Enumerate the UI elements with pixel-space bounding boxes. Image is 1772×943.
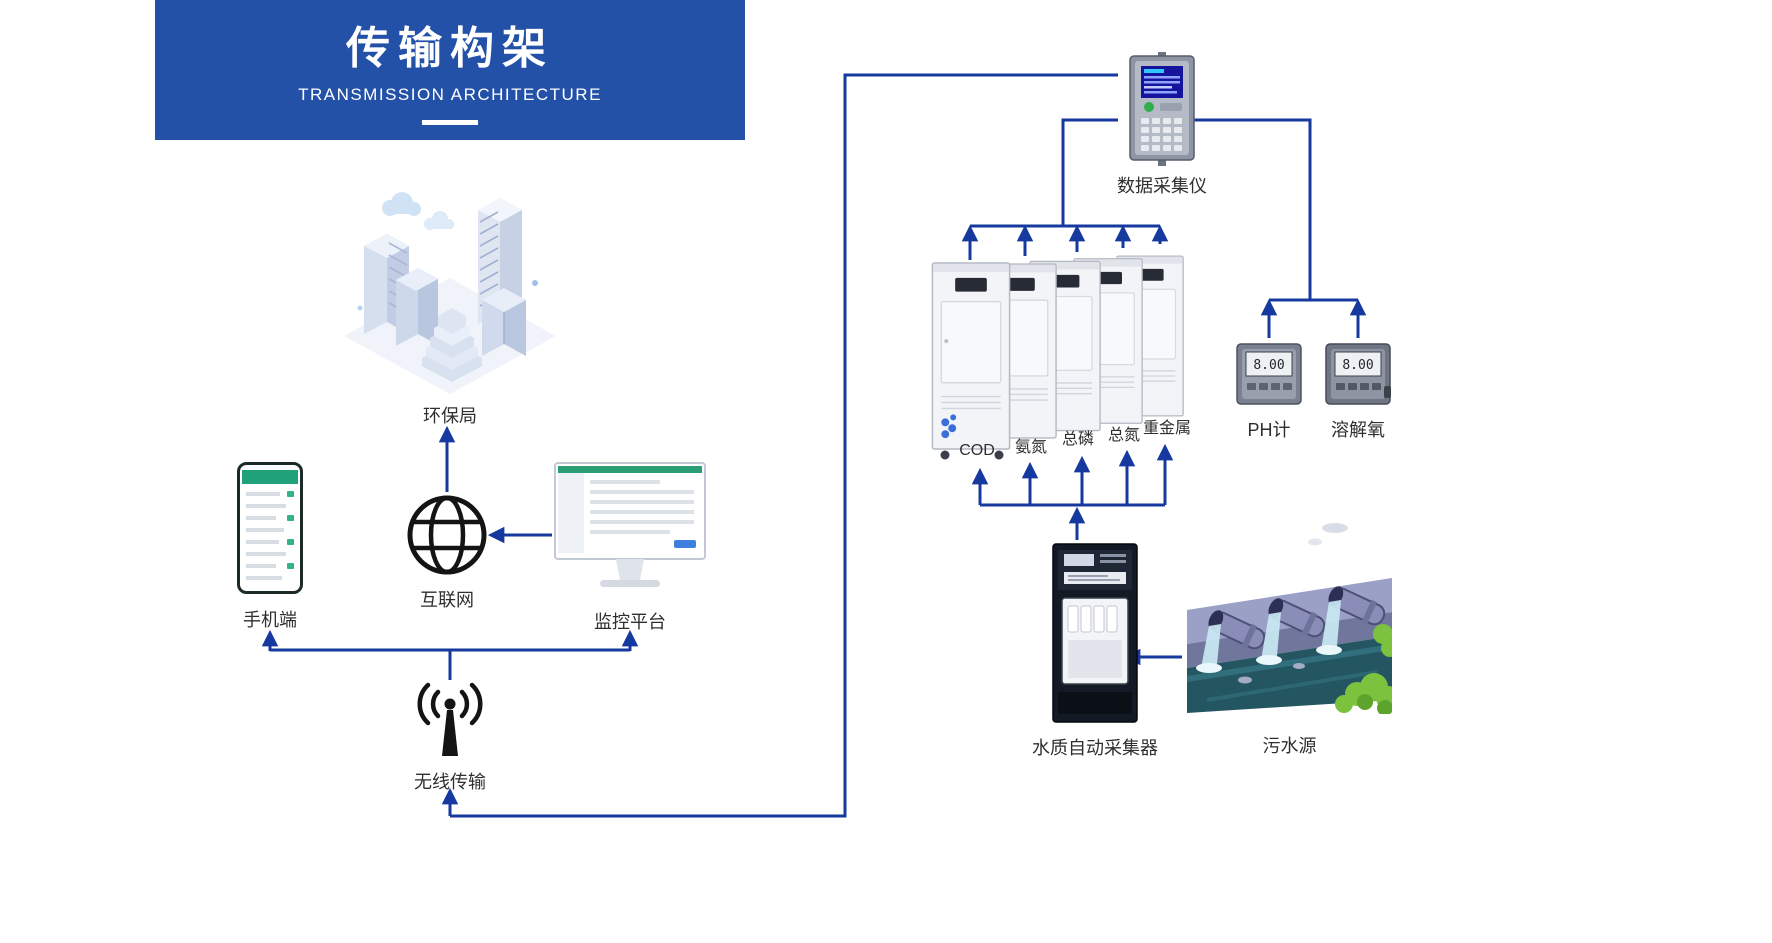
node-wireless: 无线传输 <box>414 682 486 794</box>
collector-label: 数据采集仪 <box>1117 176 1207 196</box>
analyzer-label-heavy-metal: 重金属 <box>1142 420 1192 437</box>
node-ph-meter: 8.00 PH计 <box>1235 342 1303 442</box>
city-illustration <box>344 192 556 394</box>
analyzer-label-tp: 总磷 <box>1061 431 1095 448</box>
epa-label: 环保局 <box>423 406 477 426</box>
antenna-icon <box>417 682 483 756</box>
node-epa: 环保局 <box>330 188 570 428</box>
node-sewage: 污水源 <box>1187 514 1392 758</box>
node-do-meter: 8.00 溶解氧 <box>1324 342 1392 442</box>
wireless-label: 无线传输 <box>414 772 486 792</box>
ph-meter-label: PH计 <box>1247 420 1291 440</box>
globe-icon <box>407 495 487 575</box>
node-sampler: 水质自动采集器 <box>1032 542 1158 760</box>
node-collector: 数据采集仪 <box>1117 52 1207 198</box>
page-subtitle: TRANSMISSION ARCHITECTURE <box>298 85 602 104</box>
node-mobile: 手机端 <box>237 462 303 632</box>
analyzer-cabinets-illustration <box>931 255 1184 460</box>
node-internet: 互联网 <box>404 492 490 612</box>
analyzer-label-tn: 总氮 <box>1107 427 1141 444</box>
analyzer-label-nh3n: 氨氮 <box>1014 439 1048 456</box>
monitor-illustration <box>554 462 706 587</box>
do-meter-device: 8.00 <box>1325 343 1391 405</box>
water-sampler-device <box>1052 543 1138 723</box>
page-title: 传输构架 <box>346 24 554 73</box>
data-collector-device <box>1129 52 1195 166</box>
sewage-illustration <box>1187 523 1392 714</box>
sampler-label: 水质自动采集器 <box>1032 738 1158 758</box>
ph-meter-reading: 8.00 <box>1253 358 1284 373</box>
analyzer-label-cod: COD <box>959 442 995 459</box>
title-banner: 传输构架 TRANSMISSION ARCHITECTURE <box>155 0 745 140</box>
mobile-label: 手机端 <box>243 610 297 630</box>
ph-meter-device: 8.00 <box>1236 343 1302 405</box>
title-underline <box>422 120 478 125</box>
platform-label: 监控平台 <box>594 612 666 632</box>
internet-label: 互联网 <box>420 590 474 610</box>
sewage-label: 污水源 <box>1262 736 1317 756</box>
smartphone-icon <box>237 462 303 594</box>
node-platform: 监控平台 <box>554 462 706 634</box>
do-meter-reading: 8.00 <box>1342 358 1373 373</box>
do-meter-label: 溶解氧 <box>1331 420 1385 440</box>
